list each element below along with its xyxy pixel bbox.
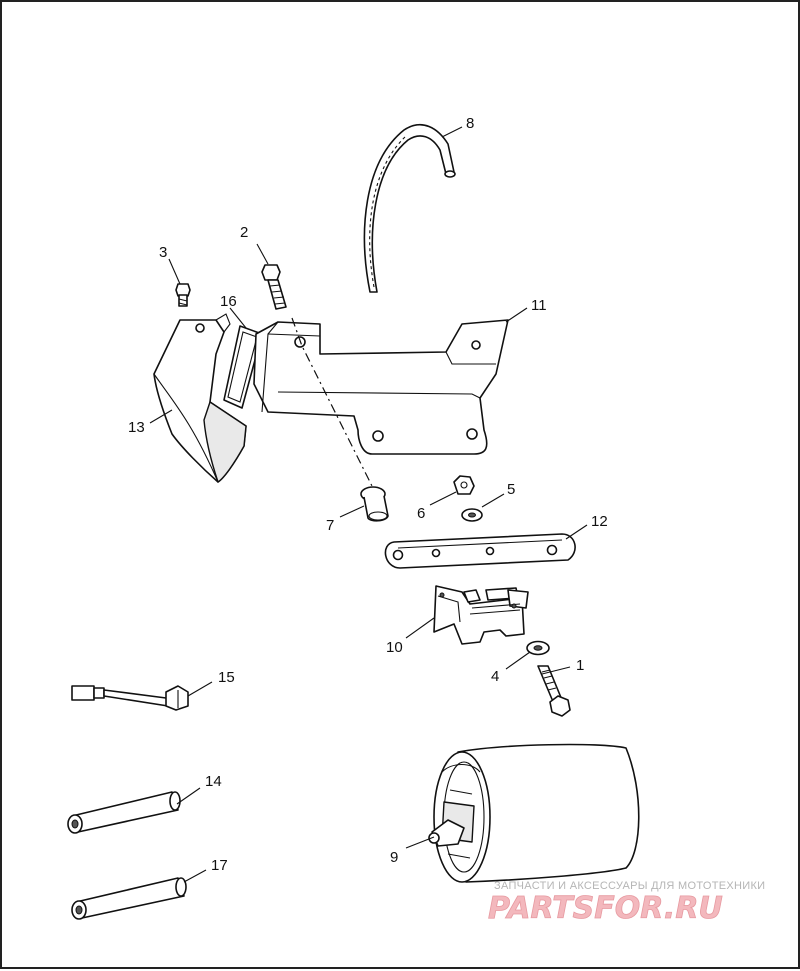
callout-1: 1 — [576, 657, 584, 674]
callout-8: 8 — [466, 115, 474, 132]
part-16-gasket — [223, 325, 263, 409]
part-17-tube — [71, 877, 187, 920]
part-9-canister — [428, 743, 640, 883]
callout-14: 14 — [205, 773, 222, 790]
part-15-harness — [71, 685, 189, 711]
part-1-bolt — [537, 665, 571, 717]
part-4-washer — [526, 640, 550, 656]
callout-3: 3 — [159, 244, 167, 261]
part-12-plate — [384, 533, 576, 569]
part-11-bracket — [253, 319, 509, 455]
watermark-logo: PARTSFOR.RU — [488, 891, 723, 926]
callout-9: 9 — [390, 849, 398, 866]
callout-12: 12 — [591, 513, 608, 530]
callout-4: 4 — [491, 668, 499, 685]
callout-leaders — [149, 126, 588, 883]
callout-17: 17 — [211, 857, 228, 874]
part-6-nut — [453, 475, 475, 495]
part-8-cable-tie — [363, 124, 456, 293]
callout-10: 10 — [386, 639, 403, 656]
callout-13: 13 — [128, 419, 145, 436]
part-7-grommet — [360, 486, 389, 522]
callout-16: 16 — [220, 293, 237, 310]
part-10-sensor-bracket — [433, 585, 529, 645]
callout-6: 6 — [417, 505, 425, 522]
callout-2: 2 — [240, 224, 248, 241]
callout-11: 11 — [531, 297, 547, 314]
callout-7: 7 — [326, 517, 334, 534]
callout-5: 5 — [507, 481, 515, 498]
part-2-screw — [261, 264, 287, 310]
part-3-screw — [175, 283, 191, 307]
part-5-washer — [461, 508, 483, 522]
part-14-tube — [67, 791, 181, 834]
watermark-caption: ЗАПЧАСТИ И АКСЕССУАРЫ ДЛЯ МОТОТЕХНИКИ — [494, 880, 765, 892]
part-13-cover — [153, 313, 247, 483]
callout-15: 15 — [218, 669, 235, 686]
